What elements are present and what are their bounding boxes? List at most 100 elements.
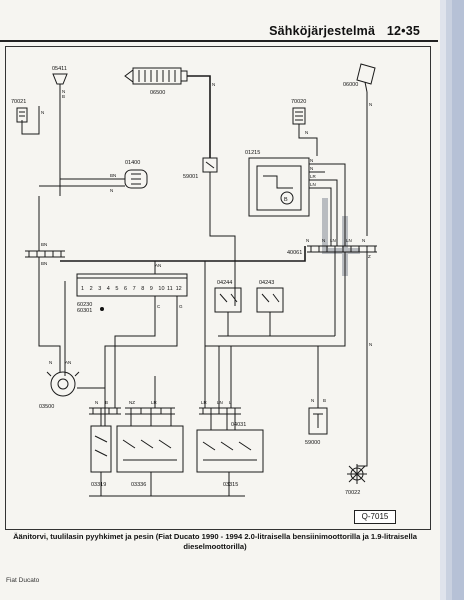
relay-body: [256, 287, 284, 313]
component-label: 70020: [291, 99, 306, 105]
wire-label: N: [369, 102, 372, 107]
fuse-number: 4: [107, 286, 110, 292]
connector-strip: [199, 407, 241, 415]
section-title: Sähköjärjestelmä: [269, 24, 376, 38]
wire-label: N: [49, 360, 52, 365]
wire-label: BN: [41, 242, 47, 247]
page-edge: [440, 0, 446, 600]
page-edge: [452, 0, 464, 600]
wire-label: LN: [330, 238, 336, 243]
wire-label: N: [110, 188, 113, 193]
relay-59001: 59001: [183, 157, 218, 180]
wire: [59, 178, 125, 196]
connector-pins: [28, 251, 62, 257]
connector-strip: [125, 407, 175, 415]
wire: [187, 75, 211, 158]
switch-contacts: [295, 111, 303, 121]
grey-wire: [322, 198, 360, 254]
figure-caption: Äänitorvi, tuulilasin pyyhkimet ja pesin…: [13, 532, 417, 551]
connector-pins: [138, 70, 176, 82]
connector-pins: [310, 246, 376, 252]
component-label: 03500: [39, 404, 54, 410]
switch-04031: 04031: [196, 422, 264, 473]
wire-label: G: [179, 304, 183, 309]
wire-label: N: [95, 400, 98, 405]
horn-05411: 05411: [52, 66, 68, 85]
wire: [204, 346, 232, 408]
wire: [204, 252, 346, 347]
fuse-number: 7: [133, 286, 136, 292]
switch-body: [16, 107, 28, 123]
connector-pins: [92, 408, 118, 414]
fuse-number: 3: [98, 286, 101, 292]
relay-contact: [205, 161, 215, 169]
wire-label: LN: [346, 238, 352, 243]
component-label: 40061: [287, 250, 302, 256]
motor-icon: [280, 191, 294, 205]
wire-label: NZ: [129, 400, 135, 405]
switch-contacts: [202, 441, 252, 451]
component-label: 60301: [77, 308, 92, 314]
connector-40061: 40061: [287, 245, 377, 256]
washer-70022: 70022: [345, 464, 367, 496]
wire: [114, 296, 156, 376]
page-footer: Fiat Ducato: [6, 577, 40, 584]
component-label: 05411: [52, 66, 67, 72]
connector-tip: [124, 69, 134, 83]
fuse-number: 9: [150, 286, 153, 292]
connector-06500: 06500: [124, 67, 188, 96]
pump-59000: 59000: [305, 407, 328, 446]
wire: [218, 252, 336, 337]
wire-label: N: [362, 238, 365, 243]
fuse-number: 6: [124, 286, 127, 292]
wire-label: N: [311, 398, 314, 403]
figure-code: Q-7015: [354, 510, 396, 524]
wire-label: LR: [151, 400, 158, 405]
component-label: 59000: [305, 440, 320, 446]
wire: [21, 106, 40, 135]
component-label: 06500: [150, 90, 165, 96]
stalk-switch-01400: 01400: [124, 160, 148, 189]
motor-housing: [248, 157, 310, 217]
connector-strip: [89, 407, 121, 415]
component-label: 70021: [11, 99, 26, 105]
fuse-number: 11: [167, 286, 173, 292]
switch-70021: 70021: [11, 99, 28, 124]
motor-core: [57, 378, 69, 390]
connector-bottom-mid: [125, 407, 175, 415]
connector-end: [180, 70, 188, 82]
wire: [210, 414, 236, 430]
connector-pins: [202, 408, 236, 414]
wire: [59, 366, 66, 376]
wire-label: N: [322, 238, 325, 243]
wire-label: LR: [201, 400, 208, 405]
switch-body: [90, 425, 112, 473]
component-label: 01215: [245, 150, 260, 156]
component-label: 03336: [131, 482, 146, 488]
fuse-number: 2: [90, 286, 93, 292]
wiring-diagram: 05411 N B 70021 N 06500 N 06000 N 70020 …: [11, 63, 377, 497]
component-label: 03319: [91, 482, 106, 488]
component-label: 70022: [345, 490, 360, 496]
wiper-motor-01215: 01215 B: [245, 150, 325, 217]
header-rule: [0, 40, 438, 42]
wire-label: B: [323, 398, 326, 403]
wire: [209, 172, 236, 306]
marker-dot: [100, 307, 104, 311]
component-label: 04243: [259, 280, 274, 286]
component-label: 04244: [217, 280, 232, 286]
connector-pins: [130, 408, 172, 414]
switch-70020: 70020: [291, 99, 306, 125]
diagram-frame: [5, 46, 431, 530]
component-label: 01400: [125, 160, 140, 166]
fuse-number: 10: [158, 286, 164, 292]
wire-label: AN: [65, 360, 71, 365]
wire: [298, 124, 318, 156]
wire-label: N: [310, 166, 313, 171]
motor-symbol: B: [284, 197, 288, 203]
component-label: 06000: [343, 82, 358, 88]
wire: [130, 414, 172, 426]
relay-body: [214, 287, 242, 313]
